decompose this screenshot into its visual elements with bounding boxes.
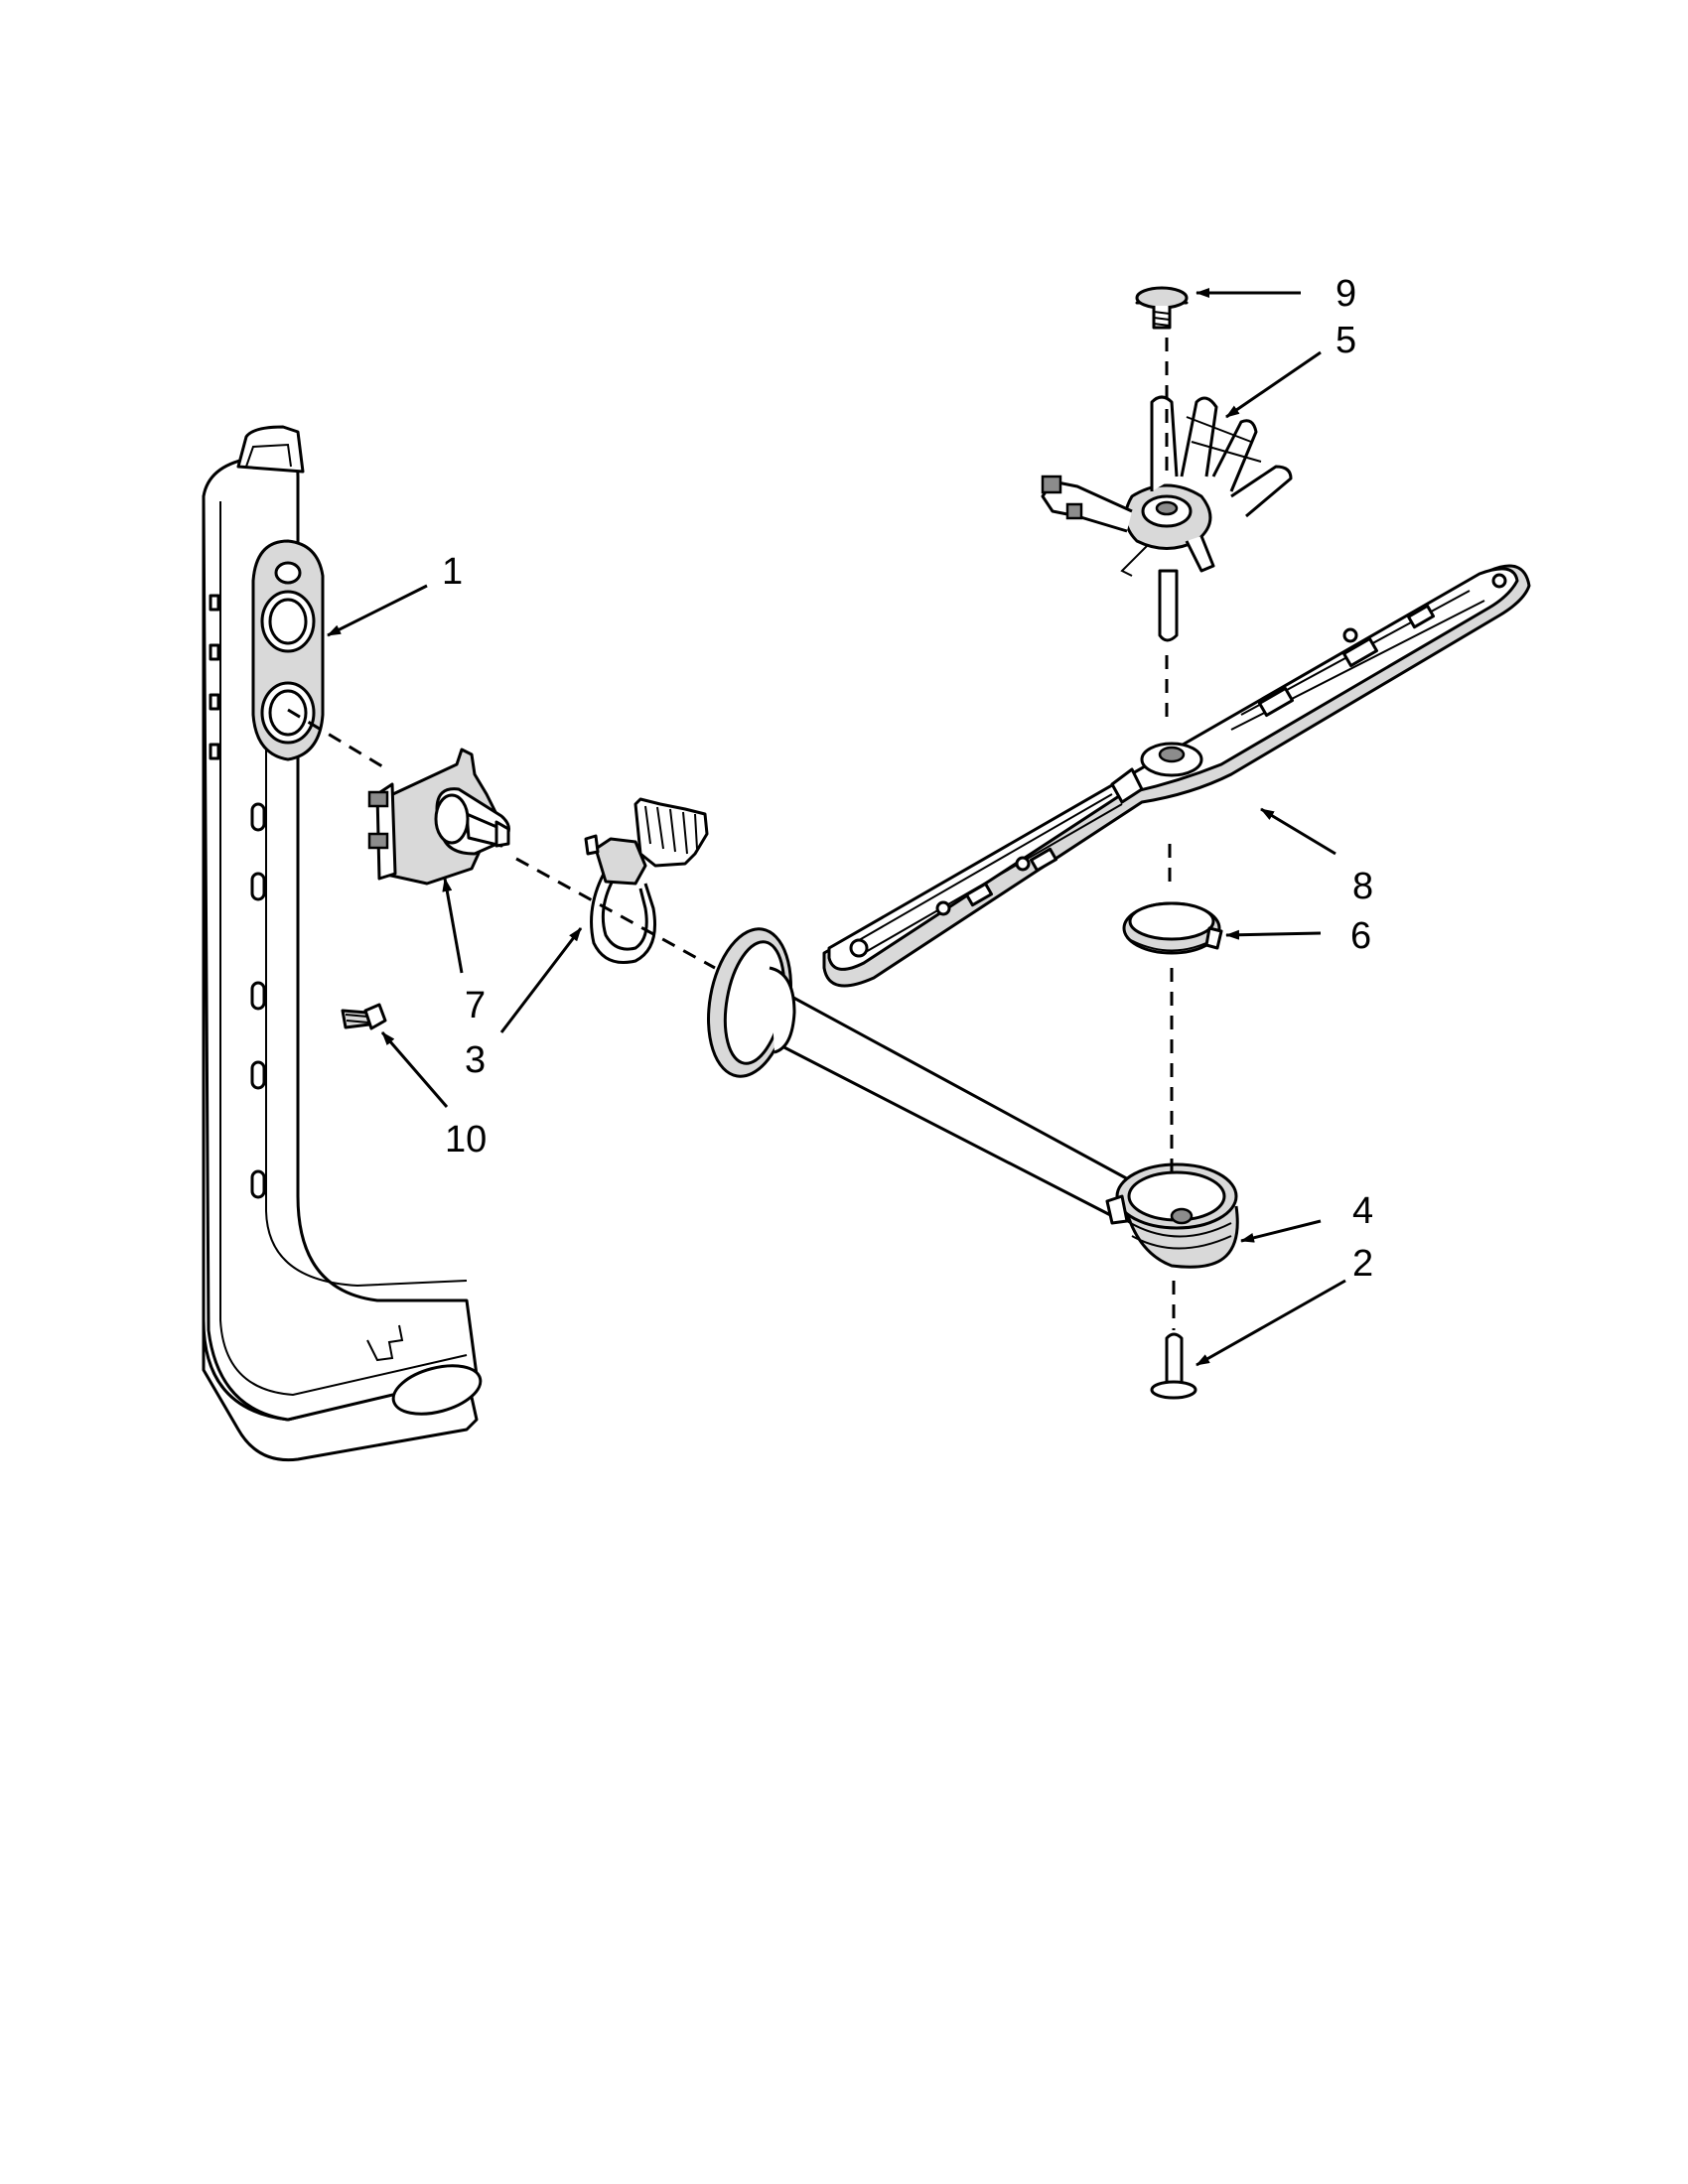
callout-7: 7: [465, 985, 486, 1026]
callout-2: 2: [1352, 1243, 1373, 1285]
leader-2: [1196, 1279, 1346, 1367]
leader-10: [380, 1031, 449, 1108]
part-supply-duct: [202, 425, 483, 1462]
leader-8: [1260, 807, 1336, 856]
part-clamp: [584, 797, 709, 964]
callout-8: 8: [1352, 866, 1373, 907]
assembly-lines: [287, 338, 1176, 1330]
leader-lines: [327, 288, 1346, 1367]
callout-3: 3: [465, 1039, 486, 1081]
leader-3: [499, 927, 583, 1033]
part-rack-bracket: [1041, 395, 1293, 642]
leader-5: [1225, 350, 1322, 419]
part-cap-screw: [1135, 286, 1189, 330]
part-mount-pin: [1150, 1332, 1197, 1400]
callout-5: 5: [1336, 320, 1356, 361]
part-valve: [367, 748, 510, 886]
leader-7: [442, 878, 464, 974]
callout-10: 10: [445, 1119, 487, 1160]
callout-labels: 1 2 3 4 5 6 7 8 9 10: [442, 273, 1373, 1285]
callout-6: 6: [1350, 915, 1371, 957]
callout-1: 1: [442, 551, 463, 593]
part-bearing-hub: [1105, 1162, 1239, 1269]
leader-4: [1240, 1219, 1322, 1243]
part-supply-tube: [707, 927, 1134, 1223]
part-screw: [341, 1003, 387, 1030]
leader-1: [327, 584, 428, 637]
leader-6: [1225, 929, 1322, 940]
part-ring-seal: [1122, 901, 1223, 955]
part-spray-arm: [822, 564, 1531, 988]
callout-9: 9: [1336, 273, 1356, 315]
callout-4: 4: [1352, 1190, 1373, 1232]
